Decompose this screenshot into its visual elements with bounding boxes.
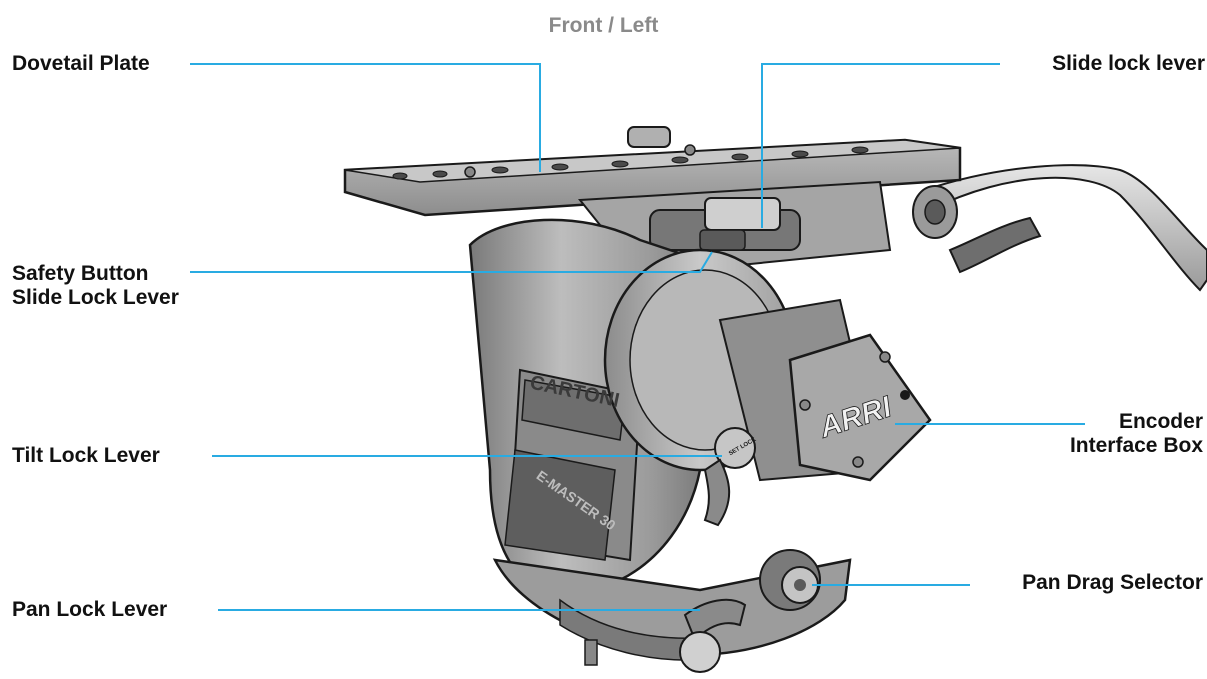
label-dovetail-plate: Dovetail Plate	[12, 52, 150, 75]
leader-safety-button	[190, 251, 713, 273]
dovetail-plate	[343, 126, 962, 217]
label-safety-button-line2: Slide Lock Lever	[12, 286, 179, 309]
view-title: Front / Left	[548, 14, 659, 37]
encoder-interface-box	[718, 298, 932, 482]
label-pan-drag-selector: Pan Drag Selector	[1022, 571, 1203, 594]
pan-bar	[912, 164, 1207, 292]
label-tilt-lock-lever: Tilt Lock Lever	[12, 444, 160, 467]
pan-drag-selector	[759, 549, 821, 611]
leader-dovetail-plate	[190, 63, 541, 172]
label-slide-lock-lever: Slide lock lever	[1052, 52, 1205, 75]
label-safety-button-line1: Safety Button	[12, 262, 149, 285]
label-pan-lock-lever: Pan Lock Lever	[12, 598, 168, 621]
label-encoder-interface-box: Encoder Interface Box	[1070, 410, 1203, 458]
leader-slide-lock-lever	[761, 63, 1000, 228]
leader-lines	[190, 63, 1085, 611]
label-safety-button-slide-lock-lever: Safety Button Slide Lock Lever	[12, 262, 179, 310]
label-encoder-line2: Interface Box	[1069, 434, 1203, 457]
tilt-lock-lever	[703, 427, 756, 527]
label-encoder-line1: Encoder	[1118, 410, 1203, 433]
